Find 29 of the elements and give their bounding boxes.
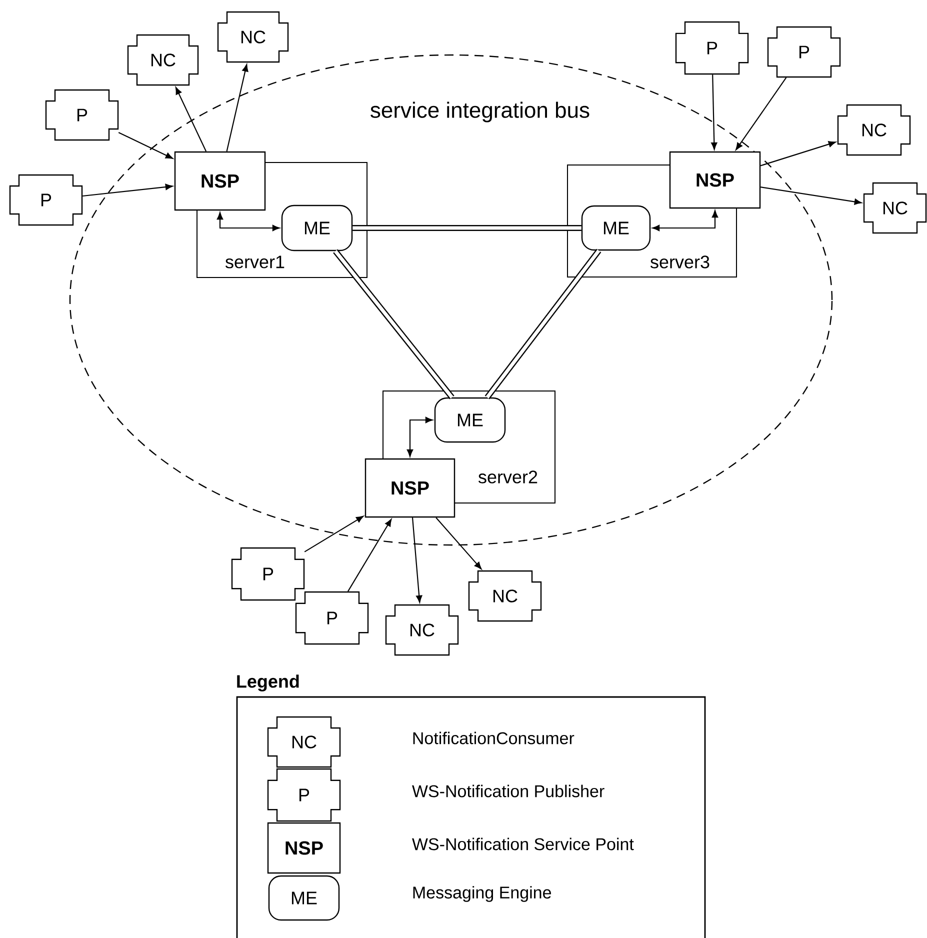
legend-text: Messaging Engine — [413, 886, 551, 902]
arrow — [736, 77, 787, 150]
legend-text: WS-Notification Service Point — [412, 838, 634, 850]
arrow — [760, 141, 836, 166]
arrow — [347, 518, 392, 592]
arrow — [175, 87, 207, 152]
double-line — [352, 225, 582, 231]
arrow — [436, 517, 482, 570]
arrow — [304, 516, 364, 552]
arrow — [711, 74, 718, 150]
arrow — [226, 64, 248, 152]
double-line — [333, 249, 454, 400]
engine-box: ME — [581, 205, 651, 251]
service-point-box: NSP — [364, 458, 456, 518]
arrow — [412, 518, 422, 603]
arrow — [118, 132, 173, 159]
service-point-box: NSP — [669, 151, 761, 209]
engine-box: ME — [434, 397, 506, 443]
service-point-box: NSP — [174, 151, 266, 211]
arrow — [760, 186, 862, 205]
arrow — [652, 210, 718, 232]
legend-text: NotificationConsumer — [413, 732, 574, 744]
legend-title: Legend — [237, 674, 299, 692]
arrow — [406, 416, 433, 457]
arrow — [82, 184, 173, 197]
engine-box: ME — [281, 204, 353, 252]
arrow — [216, 212, 280, 232]
legend-text: WS-Notification Publisher — [412, 784, 604, 798]
double-line — [484, 248, 602, 400]
